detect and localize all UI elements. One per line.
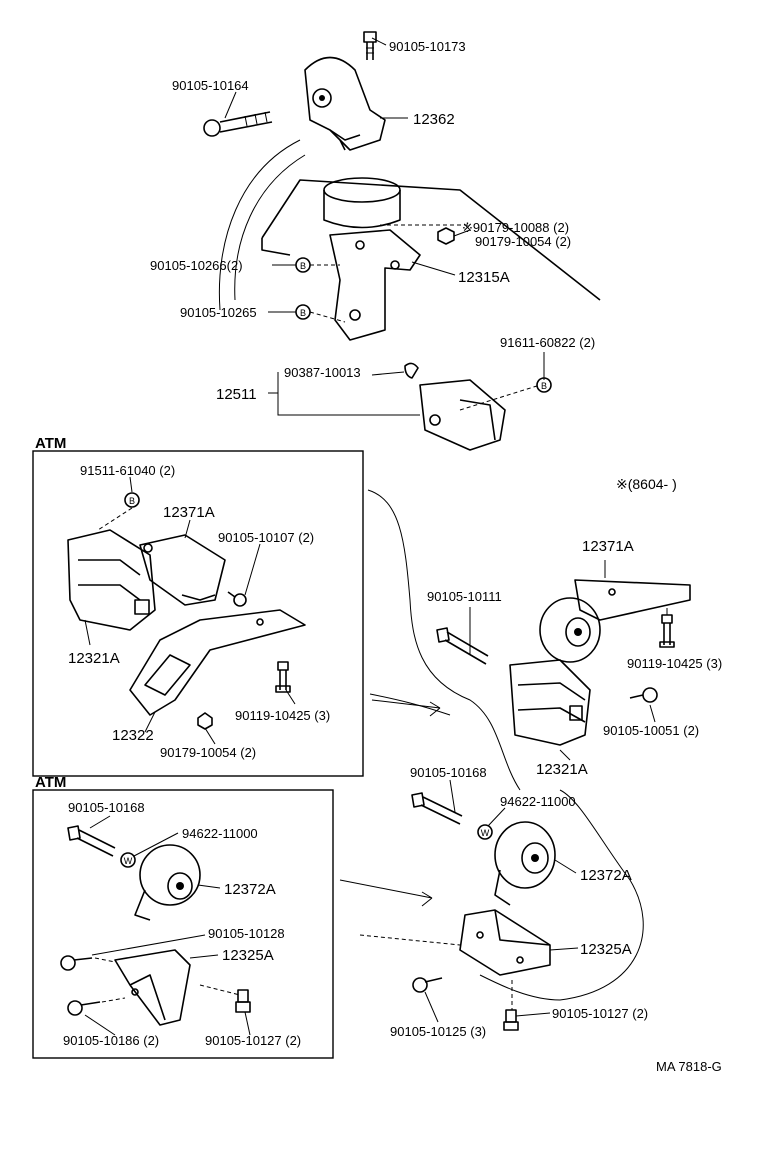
- label-94622-11000-atm: 94622-11000: [182, 826, 258, 841]
- label-12372A-atm: 12372A: [224, 881, 276, 898]
- label-90179-10054-top: 90179-10054 (2): [475, 234, 571, 249]
- label-90105-10051: 90105-10051 (2): [603, 723, 699, 738]
- label-12372A-right: 12372A: [580, 867, 632, 884]
- date-range-note: ※(8604- ): [616, 476, 677, 492]
- atm-section-box-bottom: [32, 789, 334, 1059]
- bracket-12325A-atm: [114, 949, 191, 1026]
- label-91611-60822: 91611-60822 (2): [500, 335, 595, 350]
- label-91511-61040: 91511-61040 (2): [80, 463, 175, 478]
- label-90179-10054-atm: 90179-10054 (2): [160, 745, 256, 760]
- bracket-12371A-right: [539, 579, 691, 663]
- svg-text:W: W: [481, 828, 490, 838]
- bolt-90105-10051: [629, 687, 658, 703]
- insulator-12372A-atm: [134, 844, 201, 921]
- label-90105-10266: 90105-10266(2): [150, 258, 243, 273]
- nut-90179-10054: [437, 227, 455, 245]
- svg-text:B: B: [541, 381, 547, 391]
- arrow-upper: [369, 693, 451, 717]
- insulator-12321A-right: [509, 659, 591, 746]
- label-90179-10088: ※90179-10088 (2): [462, 220, 569, 235]
- label-12371A-right: 12371A: [582, 538, 634, 555]
- section-label-atm-top: ATM: [35, 435, 66, 452]
- svg-text:W: W: [124, 856, 133, 866]
- nut-90179-10054-atm: [197, 712, 213, 730]
- engine-mount-bracket-12362: [304, 56, 386, 151]
- lower-engine-edge: [479, 789, 644, 1001]
- label-12322: 12322: [112, 727, 154, 744]
- label-90105-10128: 90105-10128: [208, 926, 285, 941]
- bolt-90119-10425-right: [659, 614, 675, 648]
- insulator-12372A-right: [494, 821, 556, 906]
- bolt-90105-10127-atm: [235, 989, 251, 1013]
- atm-section-box-top: [32, 450, 364, 777]
- bolt-90105-10111: [436, 627, 489, 665]
- bolt-90105-10125: [412, 977, 443, 993]
- label-90105-10265: 90105-10265: [180, 305, 257, 320]
- bolt-90105-10107: [227, 591, 247, 607]
- label-90105-10125: 90105-10125 (3): [390, 1024, 486, 1039]
- cylinder-top: [323, 177, 401, 229]
- bolt-marker-2: B: [295, 304, 311, 320]
- svg-text:B: B: [129, 496, 135, 506]
- label-90105-10127-right: 90105-10127 (2): [552, 1006, 648, 1021]
- label-12511: 12511: [216, 386, 257, 403]
- section-label-atm-bottom: ATM: [35, 774, 66, 791]
- diagram-code: MA 7818-G: [656, 1059, 722, 1074]
- bolt-marker-atm: B: [124, 492, 140, 508]
- label-12362: 12362: [413, 111, 455, 128]
- label-90105-10127-atm: 90105-10127 (2): [205, 1033, 301, 1048]
- label-90387-10013: 90387-10013: [284, 365, 361, 380]
- bolt-90105-10164: [203, 111, 273, 137]
- bolt-marker-3: B: [536, 377, 552, 393]
- washer-marker-atm: W: [120, 852, 136, 868]
- label-12321A-right: 12321A: [536, 761, 588, 778]
- label-12325A-right: 12325A: [580, 941, 632, 958]
- bolt-90105-10186: [67, 1000, 101, 1016]
- label-90119-10425-atm: 90119-10425 (3): [235, 708, 330, 723]
- bracket-12315A: [329, 229, 421, 341]
- label-90105-10186: 90105-10186 (2): [63, 1033, 159, 1048]
- bolt-90105-10168-atm: [67, 825, 116, 857]
- dashed-engine-edge: [367, 489, 521, 791]
- svg-text:B: B: [300, 261, 306, 271]
- bolt-90105-10173: [363, 31, 377, 60]
- bolt-90119-10425-atm: [275, 661, 291, 693]
- bolt-90105-10168-right: [411, 792, 463, 825]
- svg-text:B: B: [300, 308, 306, 318]
- bracket-12371A-atm: [139, 534, 226, 606]
- label-94622-11000-right: 94622-11000: [500, 794, 576, 809]
- label-90105-10168-atm: 90105-10168: [68, 800, 145, 815]
- engine-outline: [218, 139, 601, 311]
- label-12325A-atm: 12325A: [222, 947, 274, 964]
- bolt-90105-10127-right: [503, 1009, 519, 1031]
- label-90105-10107: 90105-10107 (2): [218, 530, 314, 545]
- label-90119-10425-right: 90119-10425 (3): [627, 656, 722, 671]
- bracket-12511: [404, 362, 506, 451]
- bracket-12325A-right: [459, 909, 551, 976]
- arrow-lower: [339, 879, 433, 907]
- label-90105-10164: 90105-10164: [172, 78, 249, 93]
- bolt-90105-10128: [60, 955, 93, 971]
- washer-marker-right: W: [477, 824, 493, 840]
- label-12321A-atm: 12321A: [68, 650, 120, 667]
- label-12315A: 12315A: [458, 269, 510, 286]
- bolt-marker-1: B: [295, 257, 311, 273]
- label-90105-10173: 90105-10173: [389, 39, 466, 54]
- label-90105-10111: 90105-10111: [427, 589, 502, 604]
- insulator-12321A-atm: [67, 529, 156, 631]
- label-90105-10168-right: 90105-10168: [410, 765, 487, 780]
- label-12371A-atm: 12371A: [163, 504, 215, 521]
- bracket-12322: [129, 609, 306, 716]
